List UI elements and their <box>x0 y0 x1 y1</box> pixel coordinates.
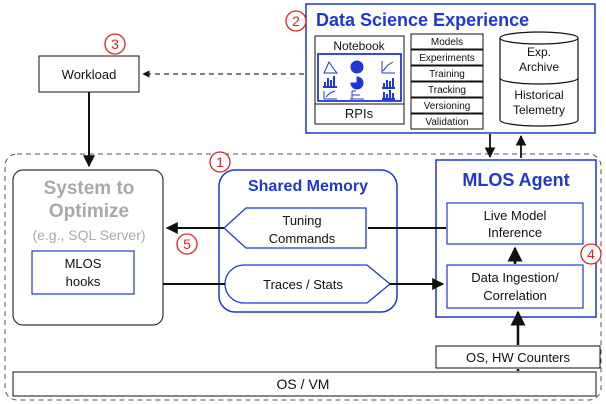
tuning-label-line2: Commands <box>269 231 336 246</box>
telemetry-label-line2: Telemetry <box>513 103 565 117</box>
inference-line1: Live Model <box>484 208 547 223</box>
os-hw-counters-label: OS, HW Counters <box>466 350 571 365</box>
ingestion-line1: Data Ingestion/ <box>471 270 559 285</box>
area-chart-icon <box>323 60 339 74</box>
badge-1-circle <box>209 151 231 173</box>
system-title-line1: System to <box>44 178 135 199</box>
tuning-commands-shape <box>223 207 367 249</box>
workload-label: Workload <box>62 67 117 82</box>
badge-3: 3 <box>111 36 119 52</box>
mlos-hooks-line2: hooks <box>66 274 101 289</box>
system-title-line2: Optimize <box>49 201 129 222</box>
stack-item-experiments <box>410 49 484 66</box>
badge-5: 5 <box>183 236 191 252</box>
scatter-chart-icon <box>323 90 337 100</box>
os-hw-counters-box <box>435 345 601 369</box>
badge-4-circle <box>580 243 602 265</box>
stack-item-training-label: Training <box>429 69 465 80</box>
badge-4: 4 <box>587 246 595 262</box>
data-ingestion-box <box>446 264 584 309</box>
badge-3-circle <box>104 33 126 55</box>
ml-component-stack: Models Experiments Training Tracking Ver… <box>410 33 484 130</box>
inference-line2: Inference <box>488 225 542 240</box>
badge-2: 2 <box>292 13 300 29</box>
outer-dashed-boundary <box>4 153 602 401</box>
database-separator <box>499 77 579 85</box>
shared-memory-title: Shared Memory <box>248 178 368 195</box>
telemetry-label-line1: Historical <box>514 88 563 102</box>
ingestion-line2: Correlation <box>483 288 547 303</box>
traces-stats-label: Traces / Stats <box>263 277 343 292</box>
stack-item-tracking <box>410 81 484 98</box>
os-vm-label: OS / VM <box>277 376 330 392</box>
mini-chart-icons <box>323 60 395 100</box>
stack-item-models-label: Models <box>431 37 463 48</box>
badge-1: 1 <box>216 154 224 170</box>
stack-item-versioning <box>410 97 484 114</box>
archive-label-line1: Exp. <box>527 45 551 59</box>
stack-item-training <box>410 65 484 82</box>
telemetry-database-icon <box>499 31 579 127</box>
badge-2-circle <box>285 10 307 32</box>
histogram-icon <box>350 90 364 100</box>
stack-item-versioning-label: Versioning <box>424 101 471 112</box>
dse-title: Data Science Experience <box>316 10 529 30</box>
workload-box <box>38 55 140 93</box>
stack-item-validation <box>410 113 484 130</box>
notebook-label: Notebook <box>333 39 385 53</box>
mlos-hooks-line1: MLOS <box>65 256 102 271</box>
column-chart-icon <box>382 78 395 89</box>
archive-label-line2: Archive <box>519 60 559 74</box>
mlos-agent-title: MLOS Agent <box>462 170 569 190</box>
stack-item-experiments-label: Experiments <box>419 53 475 64</box>
pie-chart-icon-2 <box>350 76 364 90</box>
database-body <box>499 38 579 127</box>
bar-chart-icon <box>323 76 337 88</box>
line-chart-icon <box>381 61 395 74</box>
database-top <box>499 31 579 45</box>
mlos-hooks-box <box>31 250 135 295</box>
notebook-charts-frame <box>317 53 402 102</box>
system-subtitle: (e.g., SQL Server) <box>32 227 145 243</box>
os-vm-box <box>12 371 597 397</box>
stack-item-models <box>410 33 484 50</box>
stack-item-tracking-label: Tracking <box>428 85 466 96</box>
badge-5-circle <box>176 233 198 255</box>
rpis-label: RPIs <box>345 106 374 121</box>
live-model-inference-box <box>446 202 584 245</box>
tuning-label-line1: Tuning <box>282 213 321 228</box>
stack-item-validation-label: Validation <box>425 117 468 128</box>
grouped-bar-icon <box>382 90 395 100</box>
traces-stats-shape <box>224 264 392 304</box>
pie-chart-icon <box>350 60 364 74</box>
